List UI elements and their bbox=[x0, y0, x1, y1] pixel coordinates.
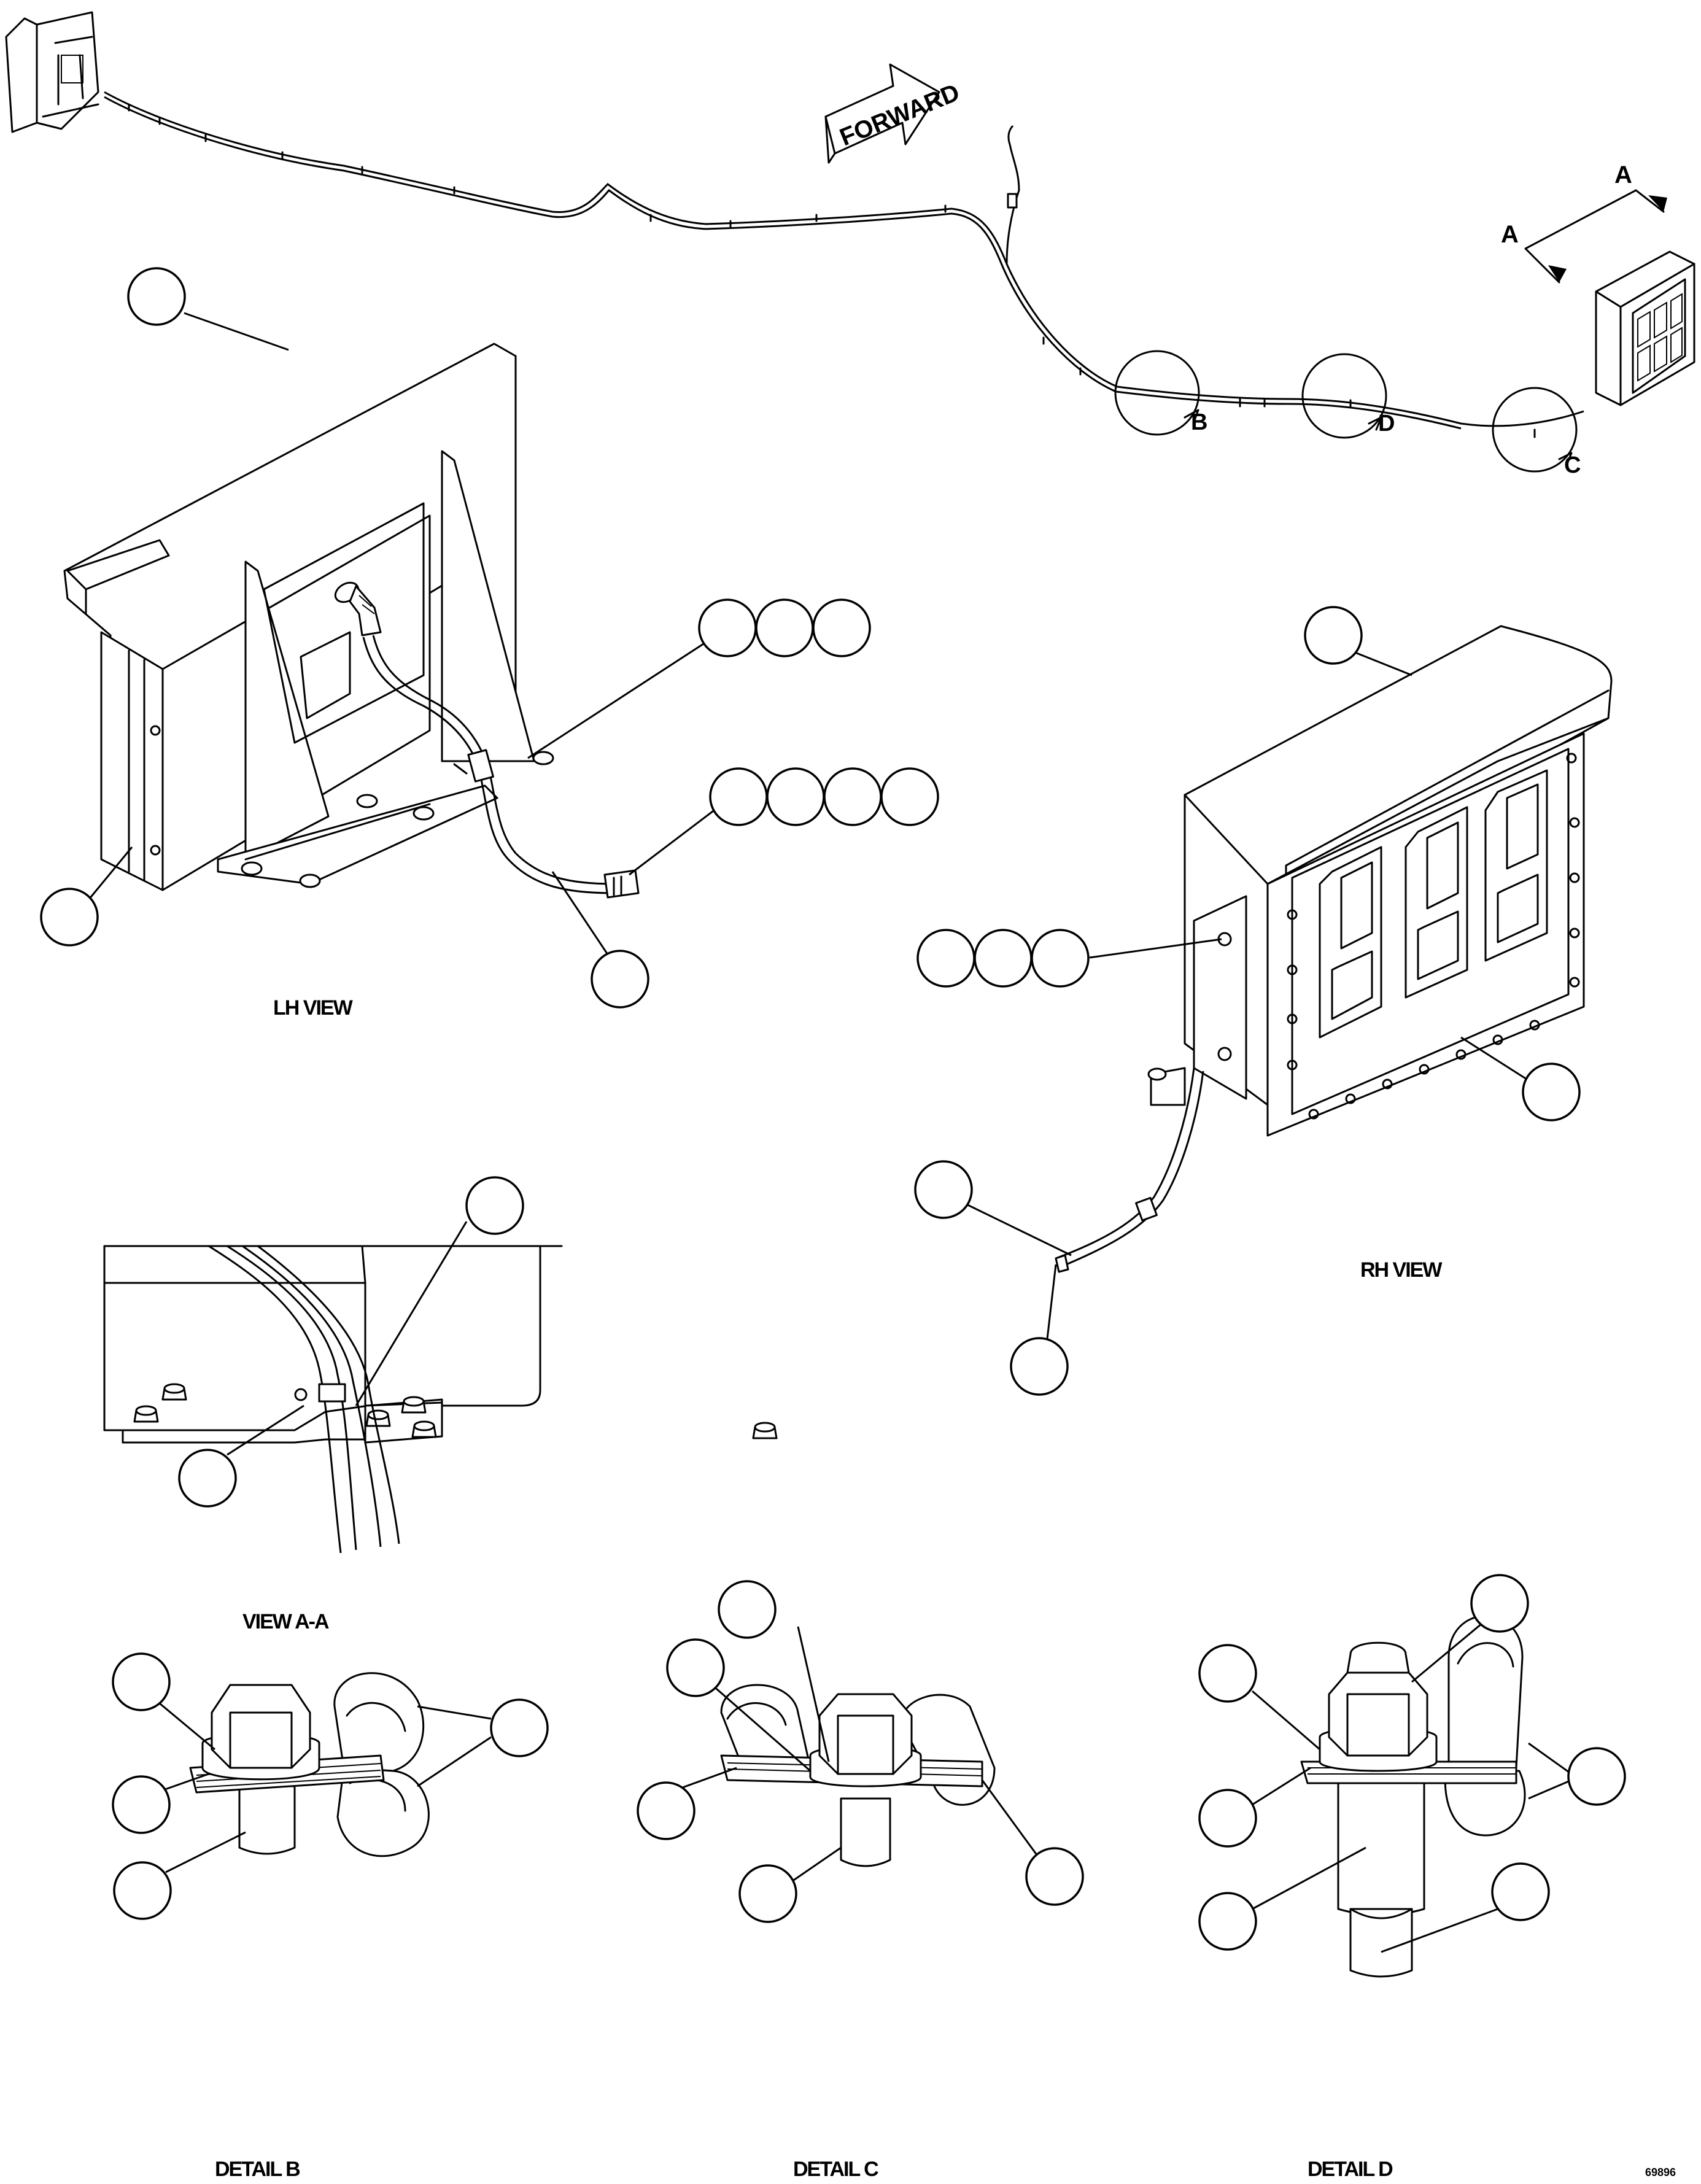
lh-callout-cable-1 bbox=[709, 767, 768, 826]
detail-b-caption: DETAIL B bbox=[215, 2158, 300, 2181]
detail-b-callout-nut bbox=[112, 1652, 171, 1711]
overview-branch-cable bbox=[1005, 125, 1020, 265]
view-aa-bolts bbox=[133, 1383, 778, 1439]
lh-gusset-left bbox=[244, 560, 330, 861]
rh-callout-hood bbox=[1304, 606, 1363, 665]
rh-digit-display bbox=[1319, 769, 1548, 1039]
rh-view: RH VIEW bbox=[914, 606, 1613, 1396]
detail-d-callout-standoff bbox=[1198, 1892, 1257, 1951]
lh-callout-hood bbox=[127, 267, 186, 326]
figure-id: 69896 bbox=[1645, 2166, 1676, 2178]
lh-callout-cable-4 bbox=[880, 767, 939, 826]
lh-clamp bbox=[467, 749, 494, 783]
detail-c-callout-clamp-right bbox=[1025, 1847, 1084, 1906]
rh-view-caption: RH VIEW bbox=[1360, 1258, 1443, 1282]
detail-c-callout-clamp-left bbox=[637, 1781, 696, 1840]
rh-callout-harness bbox=[1010, 1337, 1069, 1396]
detail-c-callout-bolt bbox=[738, 1864, 797, 1923]
overview-bracket-unit bbox=[5, 11, 99, 133]
rh-front-panel bbox=[1266, 732, 1585, 1137]
lh-callout-hardware-1 bbox=[698, 598, 757, 657]
detail-d-callout-washer bbox=[1198, 1789, 1257, 1848]
overview-assembly: B D C FORWARD A A bbox=[5, 11, 1695, 478]
section-a-right-letter: A bbox=[1614, 161, 1632, 188]
lh-callout-harness bbox=[591, 950, 649, 1009]
rh-callout-hardware-2 bbox=[974, 929, 1033, 988]
section-a-arrows bbox=[1524, 189, 1667, 284]
detail-c-marker bbox=[1492, 387, 1578, 473]
rh-clamp bbox=[1135, 1196, 1158, 1222]
lh-callout-cable-3 bbox=[823, 767, 882, 826]
detail-b: DETAIL B bbox=[112, 1652, 549, 2181]
detail-c-letter: C bbox=[1564, 452, 1581, 478]
lh-elbow-connector bbox=[334, 581, 382, 637]
lh-view-caption: LH VIEW bbox=[273, 996, 354, 1020]
view-aa-caption: VIEW A-A bbox=[242, 1610, 329, 1633]
detail-d-callout-bolt bbox=[1491, 1862, 1550, 1921]
detail-d-letter: D bbox=[1378, 411, 1395, 436]
rh-callout-panel bbox=[1522, 1063, 1581, 1121]
overview-cable-ties bbox=[128, 103, 1536, 438]
lh-view: LH VIEW bbox=[40, 267, 939, 1020]
rh-panel-bolts bbox=[1287, 753, 1580, 1120]
overview-harness-cable bbox=[104, 91, 1584, 427]
overview-inline-connector bbox=[1007, 193, 1018, 209]
lh-callout-hardware-3 bbox=[812, 598, 871, 657]
detail-b-letter: B bbox=[1191, 409, 1207, 435]
detail-d: DETAIL D bbox=[1198, 1574, 1626, 2181]
rh-cable bbox=[1055, 1067, 1195, 1260]
detail-b-marker bbox=[1114, 350, 1200, 436]
forward-arrow: FORWARD bbox=[824, 63, 963, 164]
detail-c: DETAIL C bbox=[637, 1580, 1084, 2181]
section-a-left-letter: A bbox=[1501, 221, 1519, 248]
lh-callout-bracket bbox=[40, 888, 99, 947]
detail-c-callout-washer bbox=[666, 1638, 725, 1697]
lh-callout-hardware-2 bbox=[755, 598, 814, 657]
lh-bolts bbox=[241, 751, 554, 888]
lh-callout-cable-2 bbox=[766, 767, 825, 826]
detail-d-callout-stud bbox=[1470, 1574, 1529, 1633]
lh-cable bbox=[372, 635, 614, 885]
lh-side-wall bbox=[100, 631, 164, 891]
rh-callout-hardware-1 bbox=[916, 929, 975, 988]
overview-display-unit bbox=[1595, 250, 1695, 406]
detail-b-callout-clamp bbox=[490, 1698, 549, 1757]
detail-b-callout-washer bbox=[112, 1775, 171, 1834]
detail-d-callout-nut bbox=[1198, 1644, 1257, 1703]
detail-d-marker bbox=[1301, 353, 1387, 439]
detail-d-caption: DETAIL D bbox=[1308, 2158, 1393, 2181]
detail-c-callout-nut bbox=[718, 1580, 777, 1639]
detail-d-callout-clamp bbox=[1567, 1747, 1626, 1806]
rh-callout-cable bbox=[914, 1160, 973, 1219]
view-aa-callout-clamp bbox=[465, 1176, 524, 1235]
view-aa-callout-bolt bbox=[178, 1449, 237, 1508]
detail-b-callout-bolt bbox=[113, 1861, 172, 1920]
view-aa-cable bbox=[208, 1245, 342, 1554]
detail-c-caption: DETAIL C bbox=[793, 2158, 878, 2181]
view-aa-clamp bbox=[318, 1383, 346, 1403]
view-aa: VIEW A-A bbox=[103, 1176, 778, 1633]
rh-callout-hardware-3 bbox=[1031, 929, 1090, 988]
